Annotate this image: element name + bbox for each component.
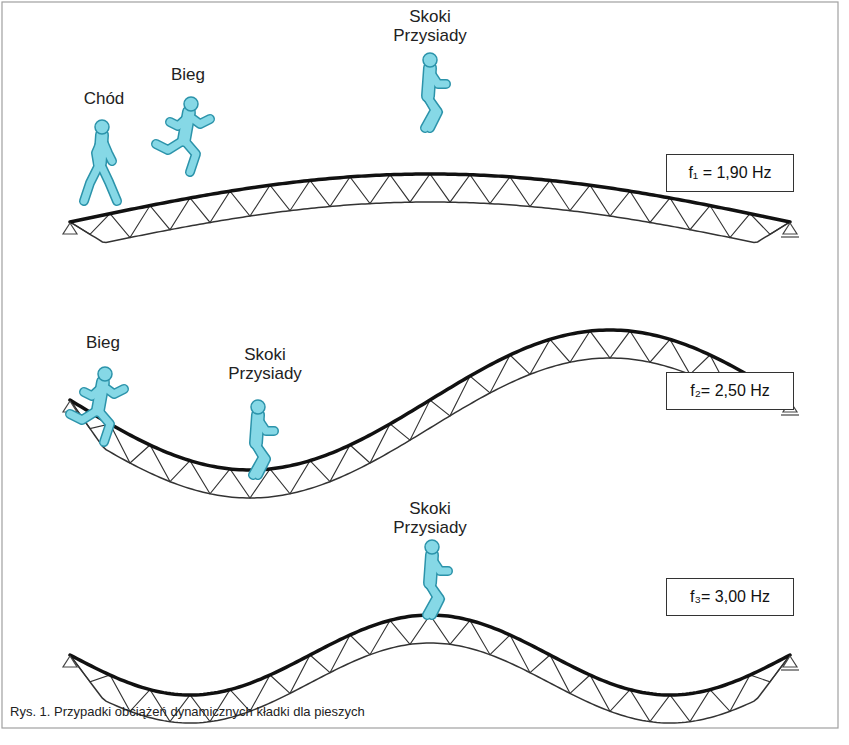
limb — [84, 163, 100, 201]
head — [95, 120, 109, 134]
support — [783, 656, 797, 667]
frequency-box: f₁ = 1,90 Hz — [666, 154, 794, 192]
pedestrian-figure — [425, 540, 448, 615]
limb — [84, 163, 100, 201]
activity-label: Skoki Przysiady — [388, 8, 472, 45]
activity-label: Bieg — [171, 66, 205, 85]
support — [63, 656, 77, 667]
pedestrian-figure — [156, 97, 210, 172]
activity-label: Skoki Przysiady — [223, 346, 307, 383]
roller-line — [781, 236, 799, 237]
support — [63, 223, 77, 234]
limb — [100, 163, 117, 201]
torso — [428, 68, 430, 96]
frequency-value: f₃= 3,00 Hz — [690, 588, 770, 606]
head — [184, 97, 198, 111]
torso — [430, 555, 432, 583]
frequency-value: f₂= 2,50 Hz — [690, 382, 770, 400]
roller-line — [781, 669, 799, 670]
head — [98, 367, 112, 381]
torso — [430, 555, 432, 583]
torso — [428, 68, 430, 96]
torso — [100, 135, 102, 163]
roller-line — [781, 414, 799, 415]
torso — [184, 112, 189, 140]
pedestrian-figure — [251, 400, 274, 475]
activity-label: Chód — [84, 90, 125, 109]
torso — [256, 415, 258, 443]
pedestrian-figure — [70, 367, 124, 442]
frequency-box: f₃= 3,00 Hz — [666, 578, 794, 616]
activity-label: Skoki Przysiady — [388, 500, 472, 537]
head — [251, 400, 265, 414]
limb — [427, 585, 437, 615]
frequency-box: f₂= 2,50 Hz — [666, 372, 794, 410]
support — [783, 223, 797, 234]
head — [423, 53, 437, 67]
top-chord — [70, 615, 790, 695]
activity-label: Bieg — [86, 334, 120, 353]
figure-caption: Rys. 1. Przypadki obciążeń dynamicznych … — [10, 704, 365, 719]
limb — [425, 98, 435, 128]
torso — [98, 382, 103, 410]
torso — [98, 382, 103, 410]
pedestrian-figure — [84, 120, 117, 201]
bottom-chord — [70, 202, 790, 242]
torso — [100, 135, 102, 163]
truss-web — [70, 331, 790, 498]
frequency-value: f₁ = 1,90 Hz — [688, 164, 771, 182]
figure-frame — [2, 2, 838, 728]
limb — [253, 445, 263, 475]
torso — [256, 415, 258, 443]
pedestrian-figure — [423, 53, 446, 128]
head — [425, 540, 439, 554]
limb — [100, 163, 117, 201]
truss-bridge — [63, 330, 799, 498]
torso — [184, 112, 189, 140]
